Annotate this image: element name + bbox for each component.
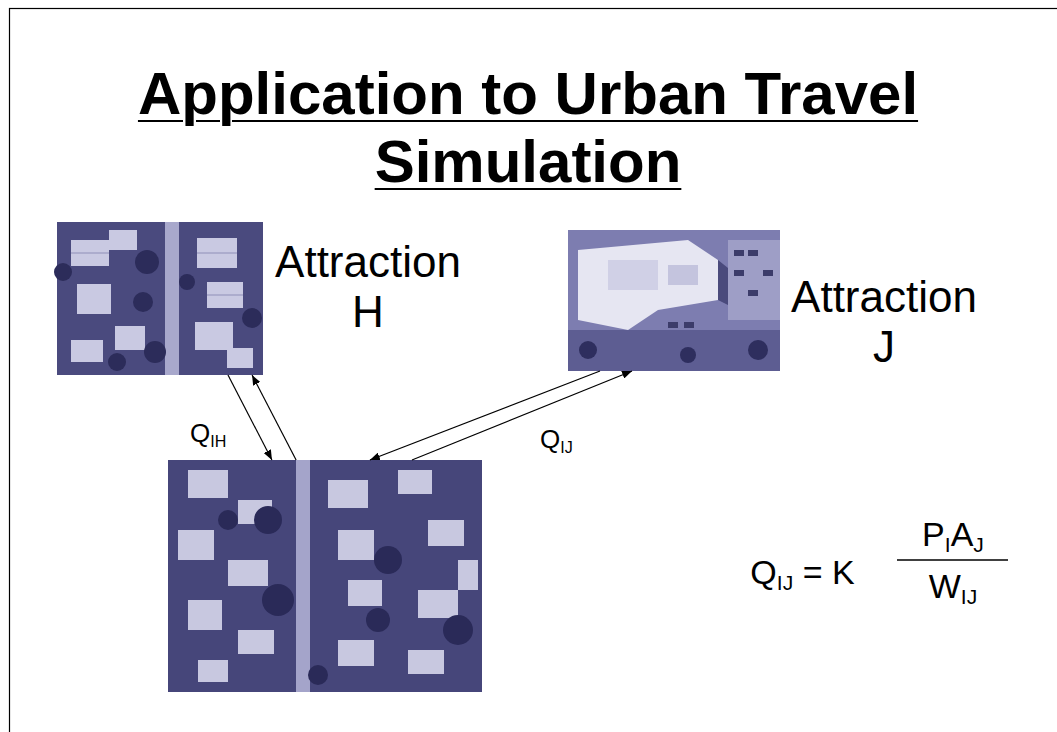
slide-frame [10,9,1057,732]
text-run: W [929,567,961,605]
subscript-run: IJ [961,585,977,608]
subscript-run: IJ [777,571,793,594]
photo-shape [374,546,402,574]
photo-shape [668,265,698,285]
travel-arrow [370,371,600,460]
text-run: Q [190,418,210,448]
photo-shape [178,530,214,560]
residential-photo [54,222,263,375]
photo-shape [197,253,237,254]
photo-shape [366,608,390,632]
photo-shape [338,530,374,560]
photo-shape [188,470,228,498]
photo-shape [668,322,678,328]
photo-shape [408,650,444,674]
text-run: Q [750,553,776,591]
photo-shape [763,270,773,276]
photo-shape [197,238,237,268]
photo-shape [228,560,268,586]
photo-shape [54,263,72,281]
photo-shape [608,260,658,290]
photo-shape [198,660,228,682]
photo-shape [77,284,111,314]
photo-shape [458,560,478,590]
photo-shape [348,580,382,606]
attraction-label: Attraction J [784,272,984,372]
photo-shape [108,353,126,371]
subscript-run: IH [210,432,226,450]
text-run: Application to Urban Travel Simulation [138,60,918,195]
photo-shape [218,510,238,530]
building-photo [568,230,780,371]
photo-shape [165,222,179,375]
photo-shape [254,506,282,534]
photo-shape [418,590,458,618]
photo-area: Attraction J [568,230,780,371]
photo-shape [71,240,109,266]
photo-shape [115,326,145,350]
photo-shape [207,295,243,296]
subscript-run: I [945,533,951,556]
photo-shape [748,340,768,360]
residential-photo [168,460,482,692]
travel-arrow [412,371,632,460]
photo-shape [748,290,758,296]
fraction-bar [897,559,1008,561]
photo-shape [109,230,137,250]
photo-shape [428,520,464,546]
flow-label: QIH [190,418,226,451]
photo-shape [734,270,744,276]
photo-shape [238,630,274,654]
photo-shape [57,222,263,375]
text-run: P [922,515,945,553]
formula-term: WIJ [893,566,1013,611]
formula-term: PIAJ [893,514,1013,559]
photo-shape [718,260,728,305]
photo-shape [338,640,374,666]
photo-shape [207,282,243,308]
photo-shape [748,250,758,256]
travel-arrow [228,375,272,460]
photo-shape [144,341,166,363]
slide-title: Application to Urban Travel Simulation [78,60,978,196]
formula-term: QIJ = K [720,552,885,597]
photo-shape [71,340,103,362]
photo-shape [328,480,368,508]
photo-shape [133,292,153,312]
subscript-run: IJ [560,438,573,456]
photo-shape [734,250,744,256]
photo-shape [568,330,780,371]
photo-shape [578,240,718,330]
subscript-run: J [973,533,984,556]
photo-shape [188,600,222,630]
photo-shape [262,584,294,616]
photo-shape [443,615,473,645]
photo-shape [728,240,780,320]
photo-area: Attraction H [57,222,263,375]
photo-shape [168,460,482,692]
text-run: A [951,515,974,553]
photo-shape [568,230,780,371]
photo-shape [179,274,195,290]
photo-shape [684,322,694,328]
photo-shape [242,308,262,328]
photo-shape [227,348,253,368]
flow-label: QIJ [540,424,573,457]
attraction-label: Attraction H [268,237,468,337]
text-run: Q [540,424,560,454]
travel-arrow [252,375,296,460]
photo-shape [195,322,233,350]
photo-shape [308,665,328,685]
photo-shape [579,341,597,359]
photo-shape [296,460,310,692]
photo-shape [135,250,159,274]
photo-area [168,460,482,692]
photo-shape [71,253,109,254]
text-run: Attraction J [791,272,977,371]
text-run: Attraction H [275,237,461,336]
photo-shape [680,347,696,363]
photo-shape [398,470,432,494]
text-run: = K [793,553,854,591]
